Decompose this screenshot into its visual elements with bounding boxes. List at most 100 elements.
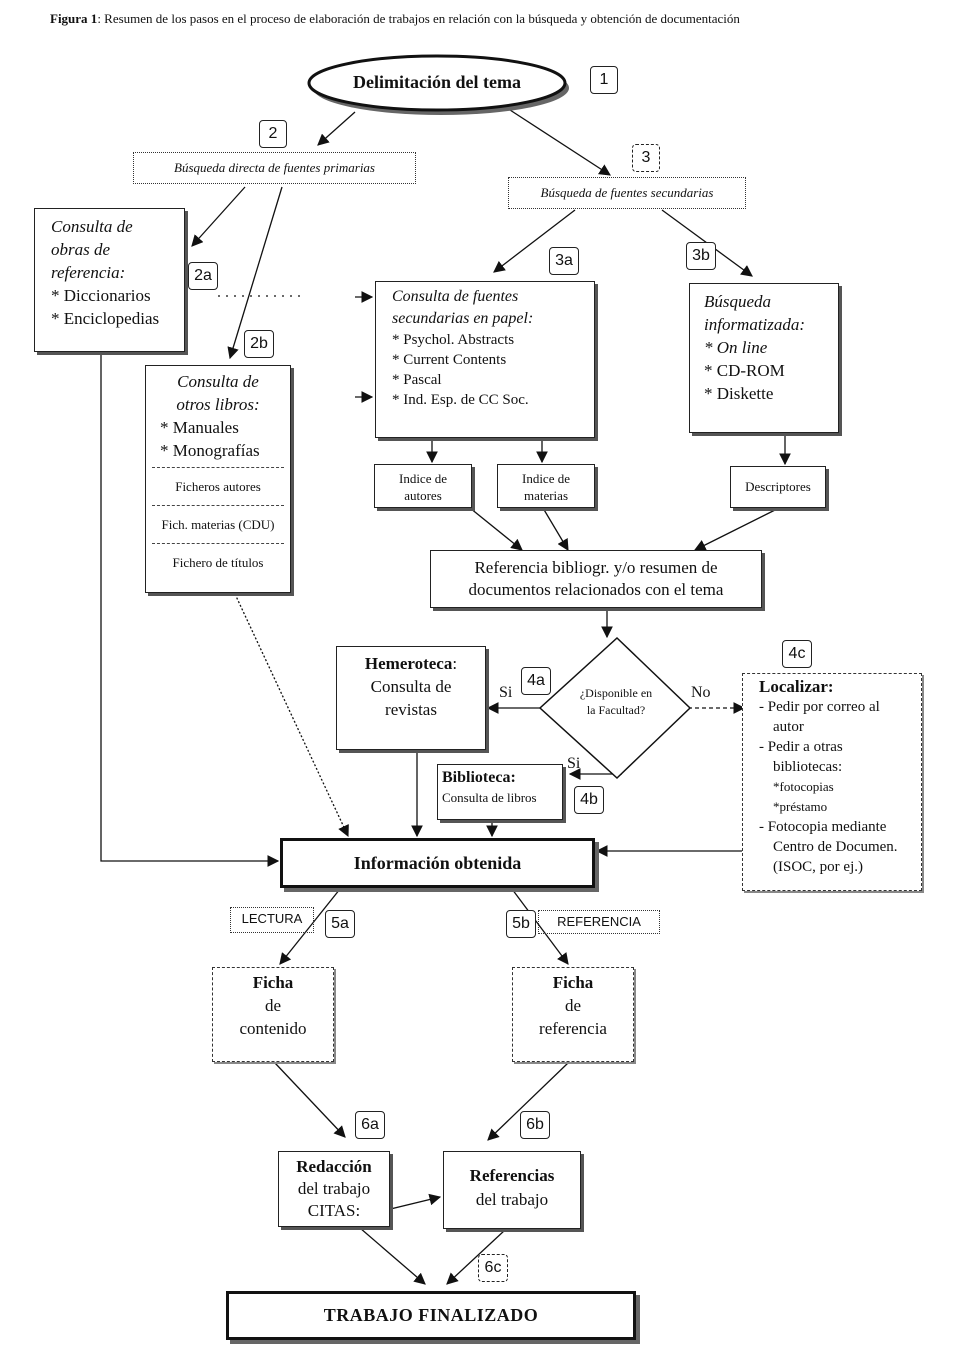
localize-line: - Pedir a otras	[759, 739, 843, 755]
computer-search-title-line: informatizada:	[704, 315, 806, 334]
index-authors-line: autores	[404, 488, 442, 503]
descriptors-box: Descriptores	[730, 466, 826, 508]
arrow-subjects-to-ref	[542, 507, 569, 552]
content-card-line: de	[264, 996, 282, 1015]
step-6b: 6b	[520, 1111, 550, 1139]
step-6c: 6c	[478, 1254, 508, 1282]
step-3: 3	[632, 144, 660, 172]
content-card-line: contenido	[239, 1019, 307, 1038]
decision-yes2-label: Si	[567, 755, 581, 772]
start-ellipse	[307, 54, 567, 112]
line-reference-works-to-info	[100, 352, 280, 867]
reference-works-title: Consulta de obras de referencia:	[51, 215, 184, 284]
hemeroteca-colon: :	[452, 654, 458, 673]
step-5a: 5a	[325, 910, 355, 938]
index-subjects-line: materias	[523, 488, 569, 503]
final-work-label: TRABAJO FINALIZADO	[323, 1305, 539, 1325]
computer-search-item: * Diskette	[704, 384, 774, 403]
writing-citas: CITAS:	[307, 1201, 361, 1220]
reference-works-title-line: referencia:	[51, 263, 126, 282]
writing-box: Redacción del trabajo CITAS:	[278, 1151, 390, 1227]
hemeroteca-title-row: Hemeroteca:	[337, 652, 485, 675]
file-titles: Fichero de títulos	[152, 543, 284, 581]
step-4b: 4b	[574, 786, 604, 814]
content-card-title: Ficha	[252, 973, 294, 992]
hemeroteca-box: Hemeroteca: Consulta de revistas	[336, 646, 486, 750]
work-references-box: Referencias del trabajo	[443, 1151, 581, 1229]
primary-search-box: Búsqueda directa de fuentes primarias	[133, 152, 416, 184]
other-books-item: * Manuales	[160, 418, 239, 437]
arrow-to-paper-sources	[493, 209, 576, 273]
step-2a: 2a	[188, 262, 218, 290]
reference-label: REFERENCIA	[557, 914, 641, 929]
paper-sources-item: * Current Contents	[392, 352, 507, 368]
arrow-writing-to-final	[359, 1227, 426, 1285]
localize-box: Localizar: - Pedir por correo al autor -…	[742, 673, 922, 891]
information-obtained-label: Información obtenida	[353, 853, 522, 873]
caption-label: Figura 1	[50, 11, 98, 26]
other-books-item: * Monografías	[160, 441, 260, 460]
library-text: Consulta de libros	[442, 790, 537, 805]
writing-line: del trabajo	[297, 1179, 371, 1198]
paper-sources-item: * Psychol. Abstracts	[392, 332, 515, 348]
library-box: Biblioteca: Consulta de libros	[437, 764, 563, 820]
step-3b: 3b	[686, 242, 716, 270]
hemeroteca-line: Consulta de	[370, 677, 452, 696]
hemeroteca-title: Hemeroteca	[364, 654, 453, 673]
reference-line: Referencia bibliogr. y/o resumen de	[474, 558, 718, 577]
paper-sources-item: * Pascal	[392, 372, 442, 388]
other-books-title-line: otros libros:	[176, 395, 260, 414]
reference-works-title-line: obras de	[51, 240, 111, 259]
other-books-items: * Manuales * Monografías	[146, 416, 290, 462]
final-work-box: TRABAJO FINALIZADO	[226, 1291, 636, 1340]
reference-card-box: Ficha de referencia	[512, 967, 634, 1062]
paper-sources-box: Consulta de fuentes secundarias en papel…	[375, 281, 595, 438]
work-references-line: del trabajo	[475, 1190, 549, 1209]
reference-works-box: Consulta de obras de referencia: * Dicci…	[34, 208, 185, 352]
step-2b: 2b	[244, 330, 274, 358]
other-books-box: Consulta de otros libros: * Manuales * M…	[145, 365, 291, 593]
computer-search-item: * CD-ROM	[704, 361, 785, 380]
step-3a: 3a	[549, 247, 579, 275]
decision-question-line: la Facultad?	[586, 703, 646, 717]
reference-line: documentos relacionados con el tema	[468, 580, 724, 599]
step-4a: 4a	[521, 667, 551, 695]
reference-card-title: Ficha	[552, 973, 594, 992]
arrow-descriptors-to-ref	[693, 509, 776, 551]
writing-title: Redacción	[296, 1157, 372, 1176]
localize-line: *préstamo	[773, 799, 828, 814]
content-card-box: Ficha de contenido	[212, 967, 334, 1062]
arrow-refs-to-final	[446, 1229, 506, 1285]
arrow-to-secondary	[509, 109, 611, 176]
arrow-info-to-reference-card	[511, 888, 569, 965]
localize-line: (ISOC, por ej.)	[773, 859, 863, 875]
localize-line: - Fotocopia mediante	[759, 819, 887, 835]
library-title: Biblioteca:	[442, 769, 516, 786]
localize-line: Centro de Documen.	[773, 839, 898, 855]
decision-question: ¿Disponible en la Facultad?	[560, 685, 672, 719]
index-subjects-line: Indice de	[521, 471, 570, 486]
arrow-to-reference-works	[191, 186, 246, 247]
index-subjects-box: Indice de materias	[497, 464, 595, 508]
paper-sources-title: Consulta de fuentes secundarias en papel…	[392, 286, 594, 330]
step-5b: 5b	[506, 910, 536, 938]
secondary-search-box: Búsqueda de fuentes secundarias	[508, 177, 746, 209]
arrow-to-other-books	[227, 186, 283, 360]
descriptors-label: Descriptores	[745, 479, 811, 494]
step-4c: 4c	[782, 640, 812, 668]
bibliographic-reference-box: Referencia bibliogr. y/o resumen de docu…	[430, 550, 762, 608]
reference-works-title-line: Consulta de	[51, 217, 133, 236]
computer-search-title-line: Búsqueda	[704, 292, 772, 311]
hemeroteca-line: revistas	[385, 700, 437, 719]
localize-line: bibliotecas:	[773, 759, 843, 775]
reading-label-box: LECTURA	[230, 907, 314, 933]
decision-diamond	[538, 636, 692, 780]
secondary-search-label: Búsqueda de fuentes secundarias	[540, 185, 714, 200]
step-1: 1	[590, 66, 618, 94]
arrow-info-to-content-card	[279, 888, 341, 965]
index-authors-line: Indice de	[398, 471, 447, 486]
arrow-authors-to-ref	[469, 507, 523, 551]
paper-sources-item: * Ind. Esp. de CC Soc.	[392, 392, 529, 408]
reference-works-item: * Diccionarios	[51, 286, 151, 305]
